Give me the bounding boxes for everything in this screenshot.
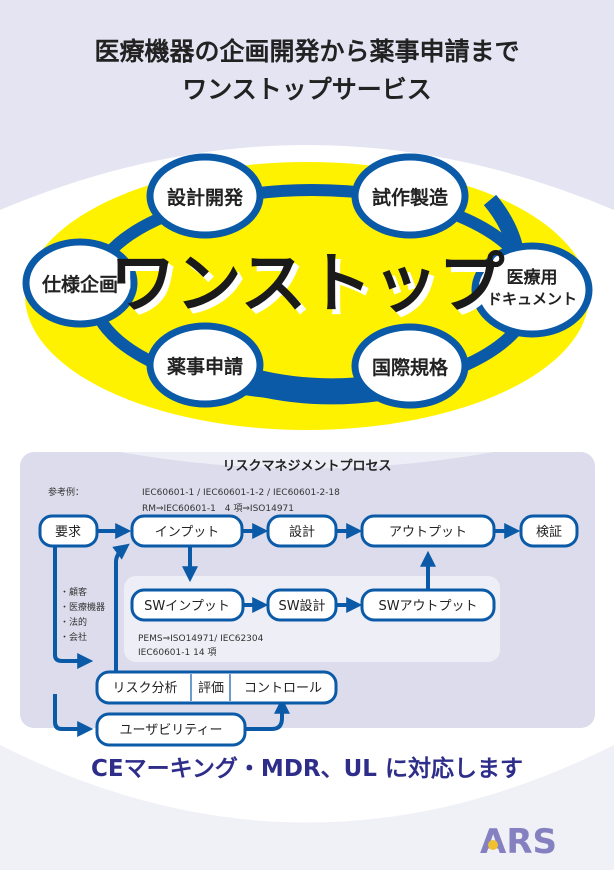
sw-design-label: SW設計 <box>278 598 325 614</box>
step-label: 仕様企画 <box>41 273 118 296</box>
control-label: コントロール <box>244 681 322 696</box>
input-label: インプット <box>155 525 220 540</box>
onestop-title: ワンストップ <box>110 245 505 322</box>
sw-output-box <box>360 588 496 622</box>
step-label: 試作製造 <box>372 186 449 209</box>
bottom-band <box>0 745 614 870</box>
step-label: 医療用 <box>507 267 558 288</box>
step-bubble: 設計開発 <box>146 153 264 239</box>
title-line1: 医療機器の企画開発から薬事申請まで <box>94 37 519 66</box>
source-item: ・顧客 <box>60 586 87 598</box>
source-item: ・法的 <box>60 616 87 628</box>
input-box <box>130 514 244 548</box>
sw-input-label: SWインプット <box>144 599 230 614</box>
step-bubble: 試作製造 <box>351 153 469 239</box>
ref-line2: RM⇒IEC60601-1 4 項⇒ISO14971 <box>142 503 294 514</box>
flow-arrows <box>53 523 521 737</box>
usability-label: ユーザビリティー <box>120 723 223 738</box>
ars-logo: ARS <box>480 822 557 862</box>
design-box <box>266 514 338 548</box>
source-item: ・医療機器 <box>60 601 105 613</box>
sw-design-box <box>266 588 338 622</box>
risk-title: リスクマネジメントプロセス <box>222 459 391 474</box>
output-box <box>360 514 496 548</box>
sw-output-label: SWアウトプット <box>378 599 477 614</box>
pems-line2: IEC60601-1 14 項 <box>138 647 216 658</box>
requirement-label: 要求 <box>55 525 81 540</box>
step-bubble: 医療用 ドキュメント <box>471 242 593 338</box>
ref-line1: IEC60601-1 / IEC60601-1-2 / IEC60601-2-1… <box>142 488 340 498</box>
step-label: 設計開発 <box>167 186 244 209</box>
step-bubble: 国際規格 <box>351 323 469 409</box>
pems-line1: PEMS⇒ISO14971/ IEC62304 <box>138 634 264 644</box>
step-bubble: 薬事申請 <box>146 322 264 408</box>
tagline: CEマーキング・MDR、UL に対応します <box>91 755 523 782</box>
step-bubble: 仕様企画 <box>22 238 138 328</box>
design-label: 設計 <box>289 524 315 540</box>
output-label: アウトプット <box>389 525 467 540</box>
risk-panel: リスクマネジメントプロセス 参考例： IEC60601-1 / IEC60601… <box>20 452 595 747</box>
verification-label: 検証 <box>536 525 562 540</box>
usability-box <box>95 712 247 747</box>
evaluation-label: 評価 <box>198 681 224 696</box>
source-item: ・会社 <box>60 631 87 643</box>
sw-input-box <box>130 588 245 622</box>
title-line2: ワンストップサービス <box>182 75 432 104</box>
step-label: ドキュメント <box>487 290 577 308</box>
step-label: 国際規格 <box>372 356 449 379</box>
risk-analysis-label: リスク分析 <box>112 681 177 696</box>
requirement-box <box>38 514 99 548</box>
ref-label: 参考例： <box>48 486 84 498</box>
verification-box <box>519 514 579 548</box>
risk-analysis-box <box>95 670 338 705</box>
logo-dot <box>488 840 498 850</box>
top-band <box>0 0 614 210</box>
onestop-diagram: 設計開発 試作製造 仕様企画 医療用 ドキュメント 薬事申請 国際規格 ワンスト… <box>22 153 593 430</box>
step-label: 薬事申請 <box>166 355 243 378</box>
